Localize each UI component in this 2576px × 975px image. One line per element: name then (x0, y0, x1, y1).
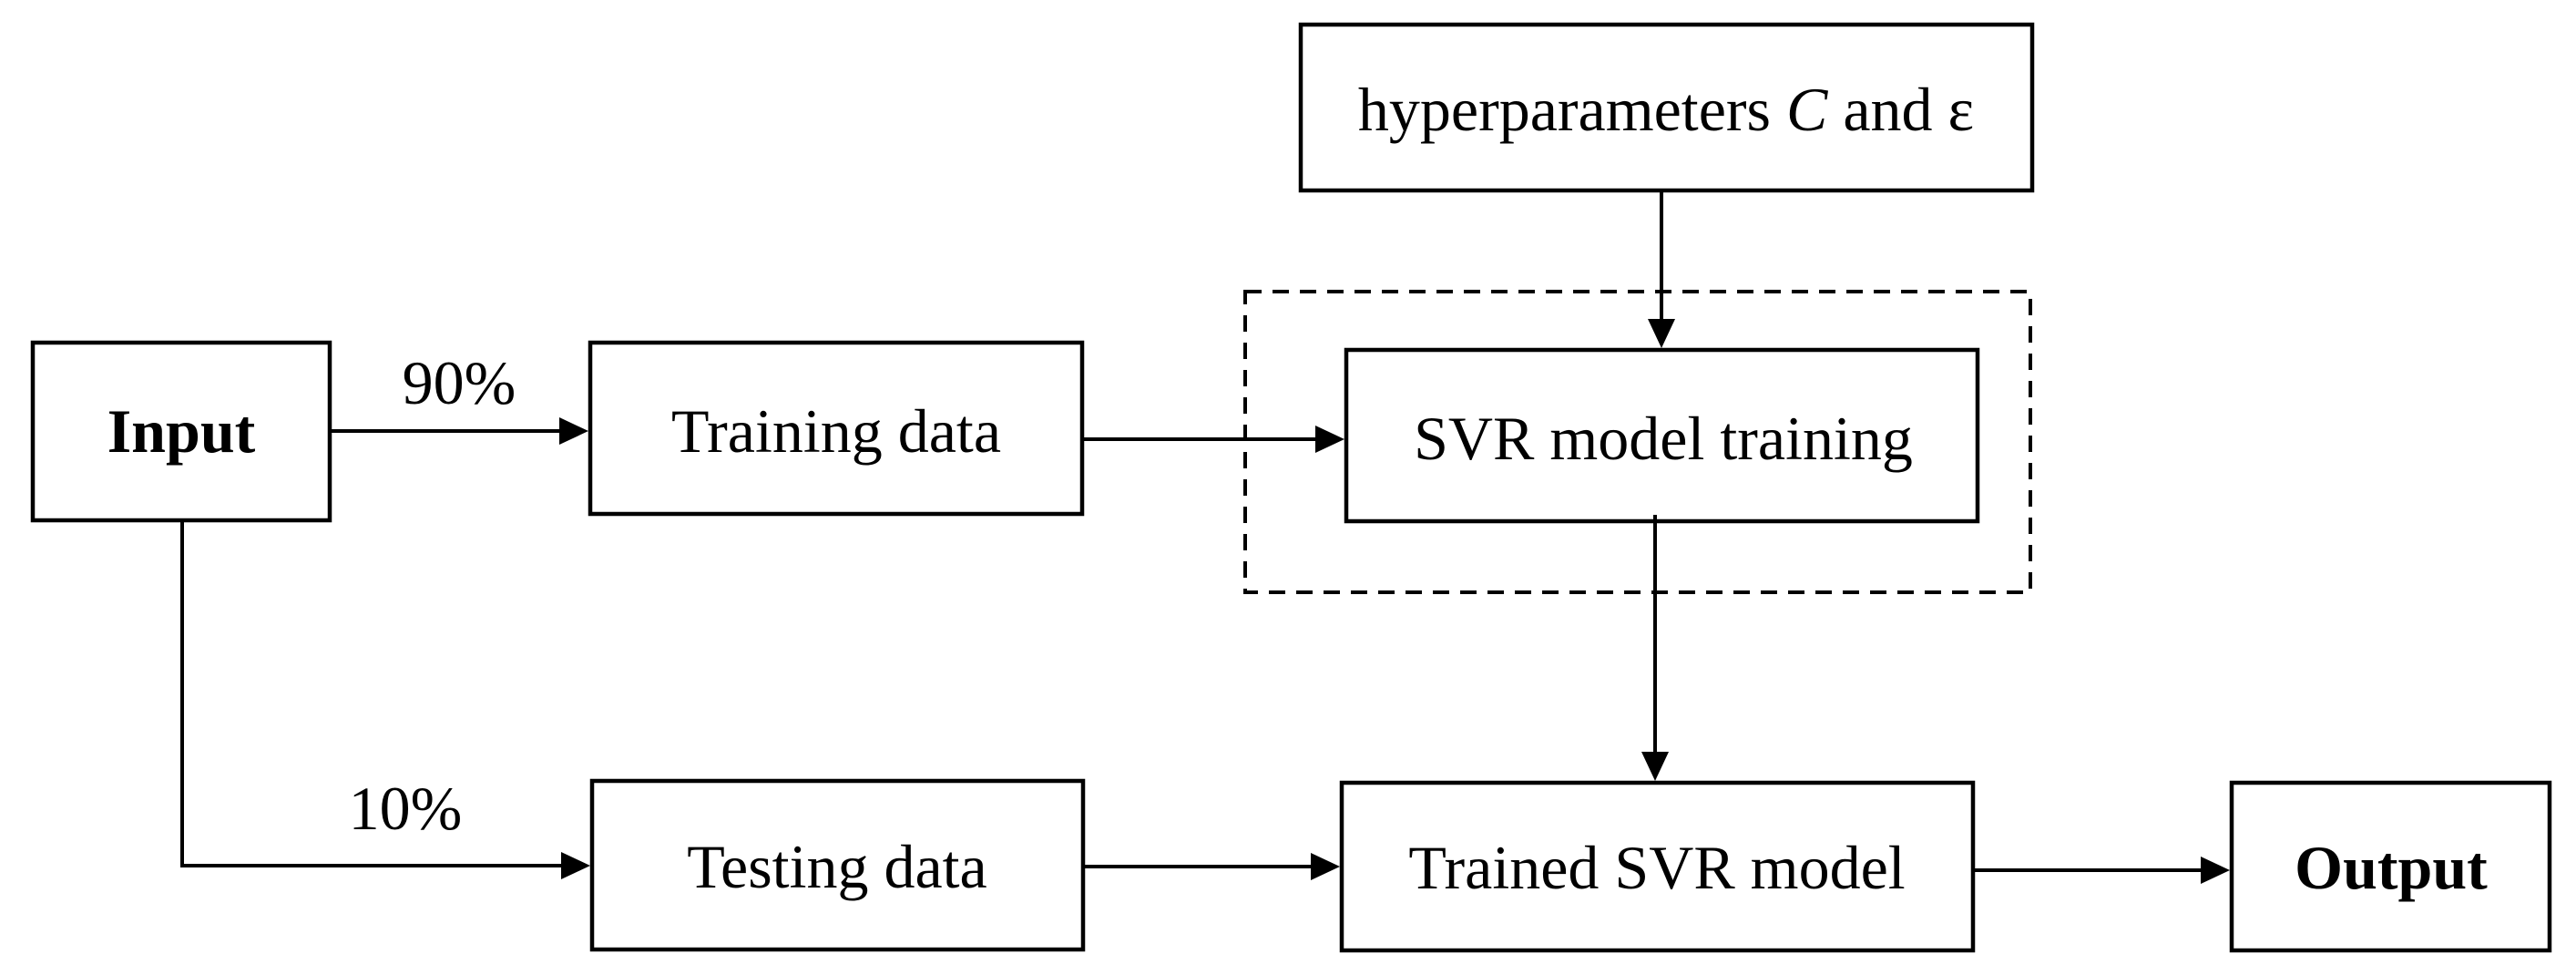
hyperparameters-prefix: hyperparameters (1358, 75, 1786, 144)
trained-svr-label: Trained SVR model (1408, 833, 1905, 902)
input-to-testing-arrowhead (561, 852, 590, 879)
output-box (2229, 780, 2552, 953)
trained-to-output-arrowhead (2201, 857, 2230, 884)
hyperparameter-c: C (1786, 75, 1828, 144)
input-label: Input (107, 396, 256, 466)
train-split-label: 90% (403, 348, 516, 417)
training-data-box (588, 340, 1085, 517)
svr-training-label: SVR model training (1414, 404, 1913, 473)
hyperparameters-suffix: and ε (1827, 75, 1974, 144)
training-data-label: Training data (671, 396, 1001, 466)
hyperparameters-to-svr-arrowhead (1648, 319, 1675, 348)
training-to-svr-arrowhead (1315, 426, 1344, 453)
input-to-training-arrowhead (559, 417, 588, 445)
hyperparameters-box (1298, 22, 2035, 193)
output-label: Output (2295, 833, 2488, 902)
testing-to-trained-arrowhead (1311, 853, 1340, 880)
hyperparameters-label: hyperparameters C and ε (1358, 75, 1974, 144)
input-to-testing-line (180, 520, 565, 867)
svr-to-trained-arrowhead (1641, 752, 1669, 781)
testing-data-label: Testing data (687, 832, 986, 901)
trained-svr-box (1339, 780, 1976, 953)
svr-training-box (1344, 347, 1980, 524)
training-group-boundary (1243, 290, 2032, 594)
test-split-label: 10% (349, 774, 463, 843)
